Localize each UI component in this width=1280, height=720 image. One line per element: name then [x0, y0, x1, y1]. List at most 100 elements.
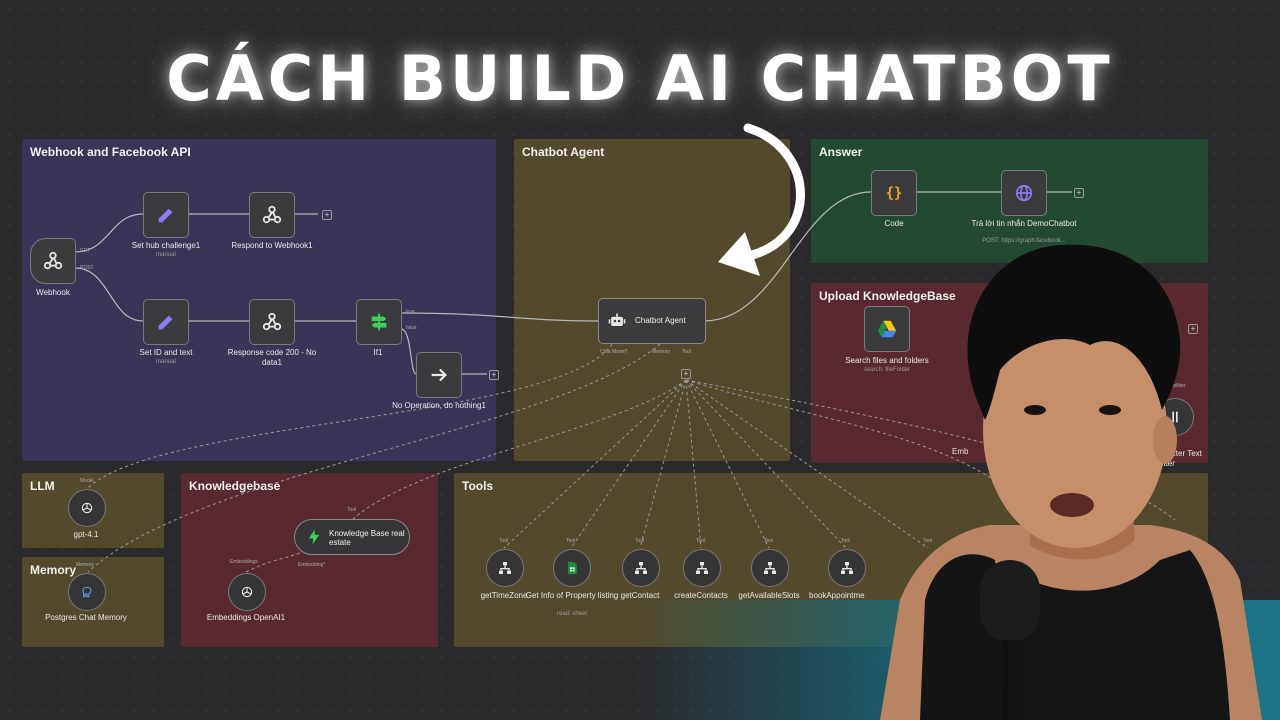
response-code-label: Response code 200 - No data1	[227, 348, 317, 367]
tool-port: Tool	[499, 538, 509, 544]
set-hub-challenge-sub: manual	[156, 252, 176, 258]
webhook-node[interactable]	[30, 238, 76, 284]
add-node-plus-icon[interactable]: +	[1188, 324, 1198, 334]
webhook-post-port: POST	[80, 265, 94, 271]
response-code-node[interactable]	[249, 299, 295, 345]
tool-port: Tool	[923, 538, 933, 544]
gpt-model-node[interactable]	[68, 489, 106, 527]
search-files-node[interactable]	[864, 306, 910, 352]
knowledge-base-embed-port: Embedding*	[298, 562, 326, 568]
split-icon	[1172, 411, 1178, 423]
text-splitter-label: ursive Character Text Splitter	[1150, 439, 1202, 468]
signpost-icon	[371, 313, 387, 331]
tool-get-timezone-label: getTimeZone	[480, 591, 528, 600]
group-title-upload: Upload KnowledgeBase	[819, 289, 956, 303]
tool-port: Tool	[696, 538, 706, 544]
group-title-chatbot: Chatbot Agent	[522, 145, 605, 159]
background-glow	[640, 600, 1280, 720]
postgres-memory-node[interactable]	[68, 573, 106, 611]
knowledge-base-tool-port: Tool	[347, 507, 357, 513]
chatbot-agent-node[interactable]: Chatbot Agent	[598, 298, 706, 344]
postgres-memory-port: Memory	[76, 562, 95, 568]
sitemap-icon	[635, 562, 647, 574]
set-hub-challenge-label: Set hub challenge1	[131, 241, 201, 250]
tool-book-appointment-label: bookAppointme	[809, 591, 865, 600]
no-operation-label: No Operation, do nothing1	[392, 401, 486, 410]
webhook-icon	[43, 251, 63, 270]
tool-book-appointment-node[interactable]	[828, 549, 866, 587]
webhook-label: Webhook	[36, 288, 70, 297]
tool-port: Tool	[635, 538, 645, 544]
add-tool-plus-icon[interactable]: +	[681, 369, 691, 379]
tool-port: Tool	[566, 538, 576, 544]
reply-message-node[interactable]	[1001, 170, 1047, 216]
add-node-plus-icon[interactable]: +	[489, 370, 499, 380]
set-id-text-node[interactable]	[143, 299, 189, 345]
text-splitter-tag: Splitter	[1170, 383, 1186, 389]
webhook-icon	[262, 205, 282, 224]
if1-false-port: false	[406, 325, 417, 331]
if1-label: If1	[373, 348, 383, 357]
tool-port: Tool	[764, 538, 774, 544]
no-operation-node[interactable]	[416, 352, 462, 398]
tool-create-contacts-node[interactable]	[683, 549, 721, 587]
respond-to-webhook-node[interactable]	[249, 192, 295, 238]
google-drive-icon	[877, 320, 897, 338]
gpt-model-port: Model	[80, 478, 94, 484]
postgres-elephant-icon	[82, 586, 92, 598]
set-id-text-sub: manual	[156, 359, 176, 365]
group-title-answer: Answer	[819, 145, 863, 159]
arrow-right-icon	[431, 368, 447, 382]
openai-icon	[241, 586, 253, 598]
group-title-llm: LLM	[30, 479, 55, 493]
agent-chat-model-port: Chat Model*	[600, 349, 628, 355]
headline: CÁCH BUILD AI CHATBOT	[166, 42, 1114, 115]
tool-available-slots-label: getAvailableSlots	[738, 591, 800, 600]
set-hub-challenge-node[interactable]	[143, 192, 189, 238]
sitemap-icon	[841, 562, 853, 574]
lightning-icon	[308, 529, 320, 545]
pencil-icon	[158, 208, 173, 223]
tool-get-timezone-node[interactable]	[486, 549, 524, 587]
embeddings-openai-port: Embeddings	[230, 559, 258, 565]
postgres-memory-label: Postgres Chat Memory	[45, 613, 127, 622]
embeddings-openai-node[interactable]	[228, 573, 266, 611]
tool-get-contact-label: getContact	[620, 591, 660, 600]
webhook-icon	[262, 312, 282, 331]
set-id-text-label: Set ID and text	[139, 348, 193, 357]
tool-property-listing-label: Get Info of Property listing	[525, 591, 619, 600]
tool-available-slots-node[interactable]	[751, 549, 789, 587]
robot-icon	[608, 313, 626, 326]
openai-icon	[81, 502, 93, 514]
text-splitter-node[interactable]	[1156, 398, 1194, 436]
respond-to-webhook-label: Respond to Webhook1	[231, 241, 313, 250]
group-title-webhook: Webhook and Facebook API	[30, 145, 191, 159]
sitemap-icon	[696, 562, 708, 574]
knowledge-base-node[interactable]: Knowledge Base real estate	[294, 519, 410, 555]
pencil-icon	[158, 315, 173, 330]
google-sheets-icon	[568, 562, 577, 574]
tool-get-contact-node[interactable]	[622, 549, 660, 587]
tool-create-contacts-label: createContacts	[674, 591, 728, 600]
search-files-sub: search: fileFolder	[863, 367, 911, 373]
add-node-plus-icon[interactable]: +	[322, 210, 332, 220]
tool-property-listing-sub: read: sheet	[556, 611, 588, 617]
braces-icon: {}	[886, 186, 903, 202]
tool-port: Tool	[841, 538, 851, 544]
code-node[interactable]: {}	[871, 170, 917, 216]
tool-property-listing-node[interactable]	[553, 549, 591, 587]
sitemap-icon	[499, 562, 511, 574]
group-title-knowledgebase: Knowledgebase	[189, 479, 281, 493]
add-node-plus-icon[interactable]: +	[1074, 188, 1084, 198]
if1-node[interactable]	[356, 299, 402, 345]
if1-true-port: true	[406, 309, 415, 315]
reply-message-label: Trả lời tin nhắn DemoChatbot	[971, 219, 1077, 228]
sitemap-icon	[764, 562, 776, 574]
agent-memory-port: Memory	[652, 349, 671, 355]
group-title-tools: Tools	[462, 479, 494, 493]
group-title-memory: Memory	[30, 563, 77, 577]
gpt-model-label: gpt-4.1	[73, 530, 99, 539]
search-files-label: Search files and folders	[845, 356, 929, 365]
knowledge-base-label: Knowledge Base real estate	[329, 529, 405, 547]
webhook-get-port: GET	[80, 248, 91, 254]
